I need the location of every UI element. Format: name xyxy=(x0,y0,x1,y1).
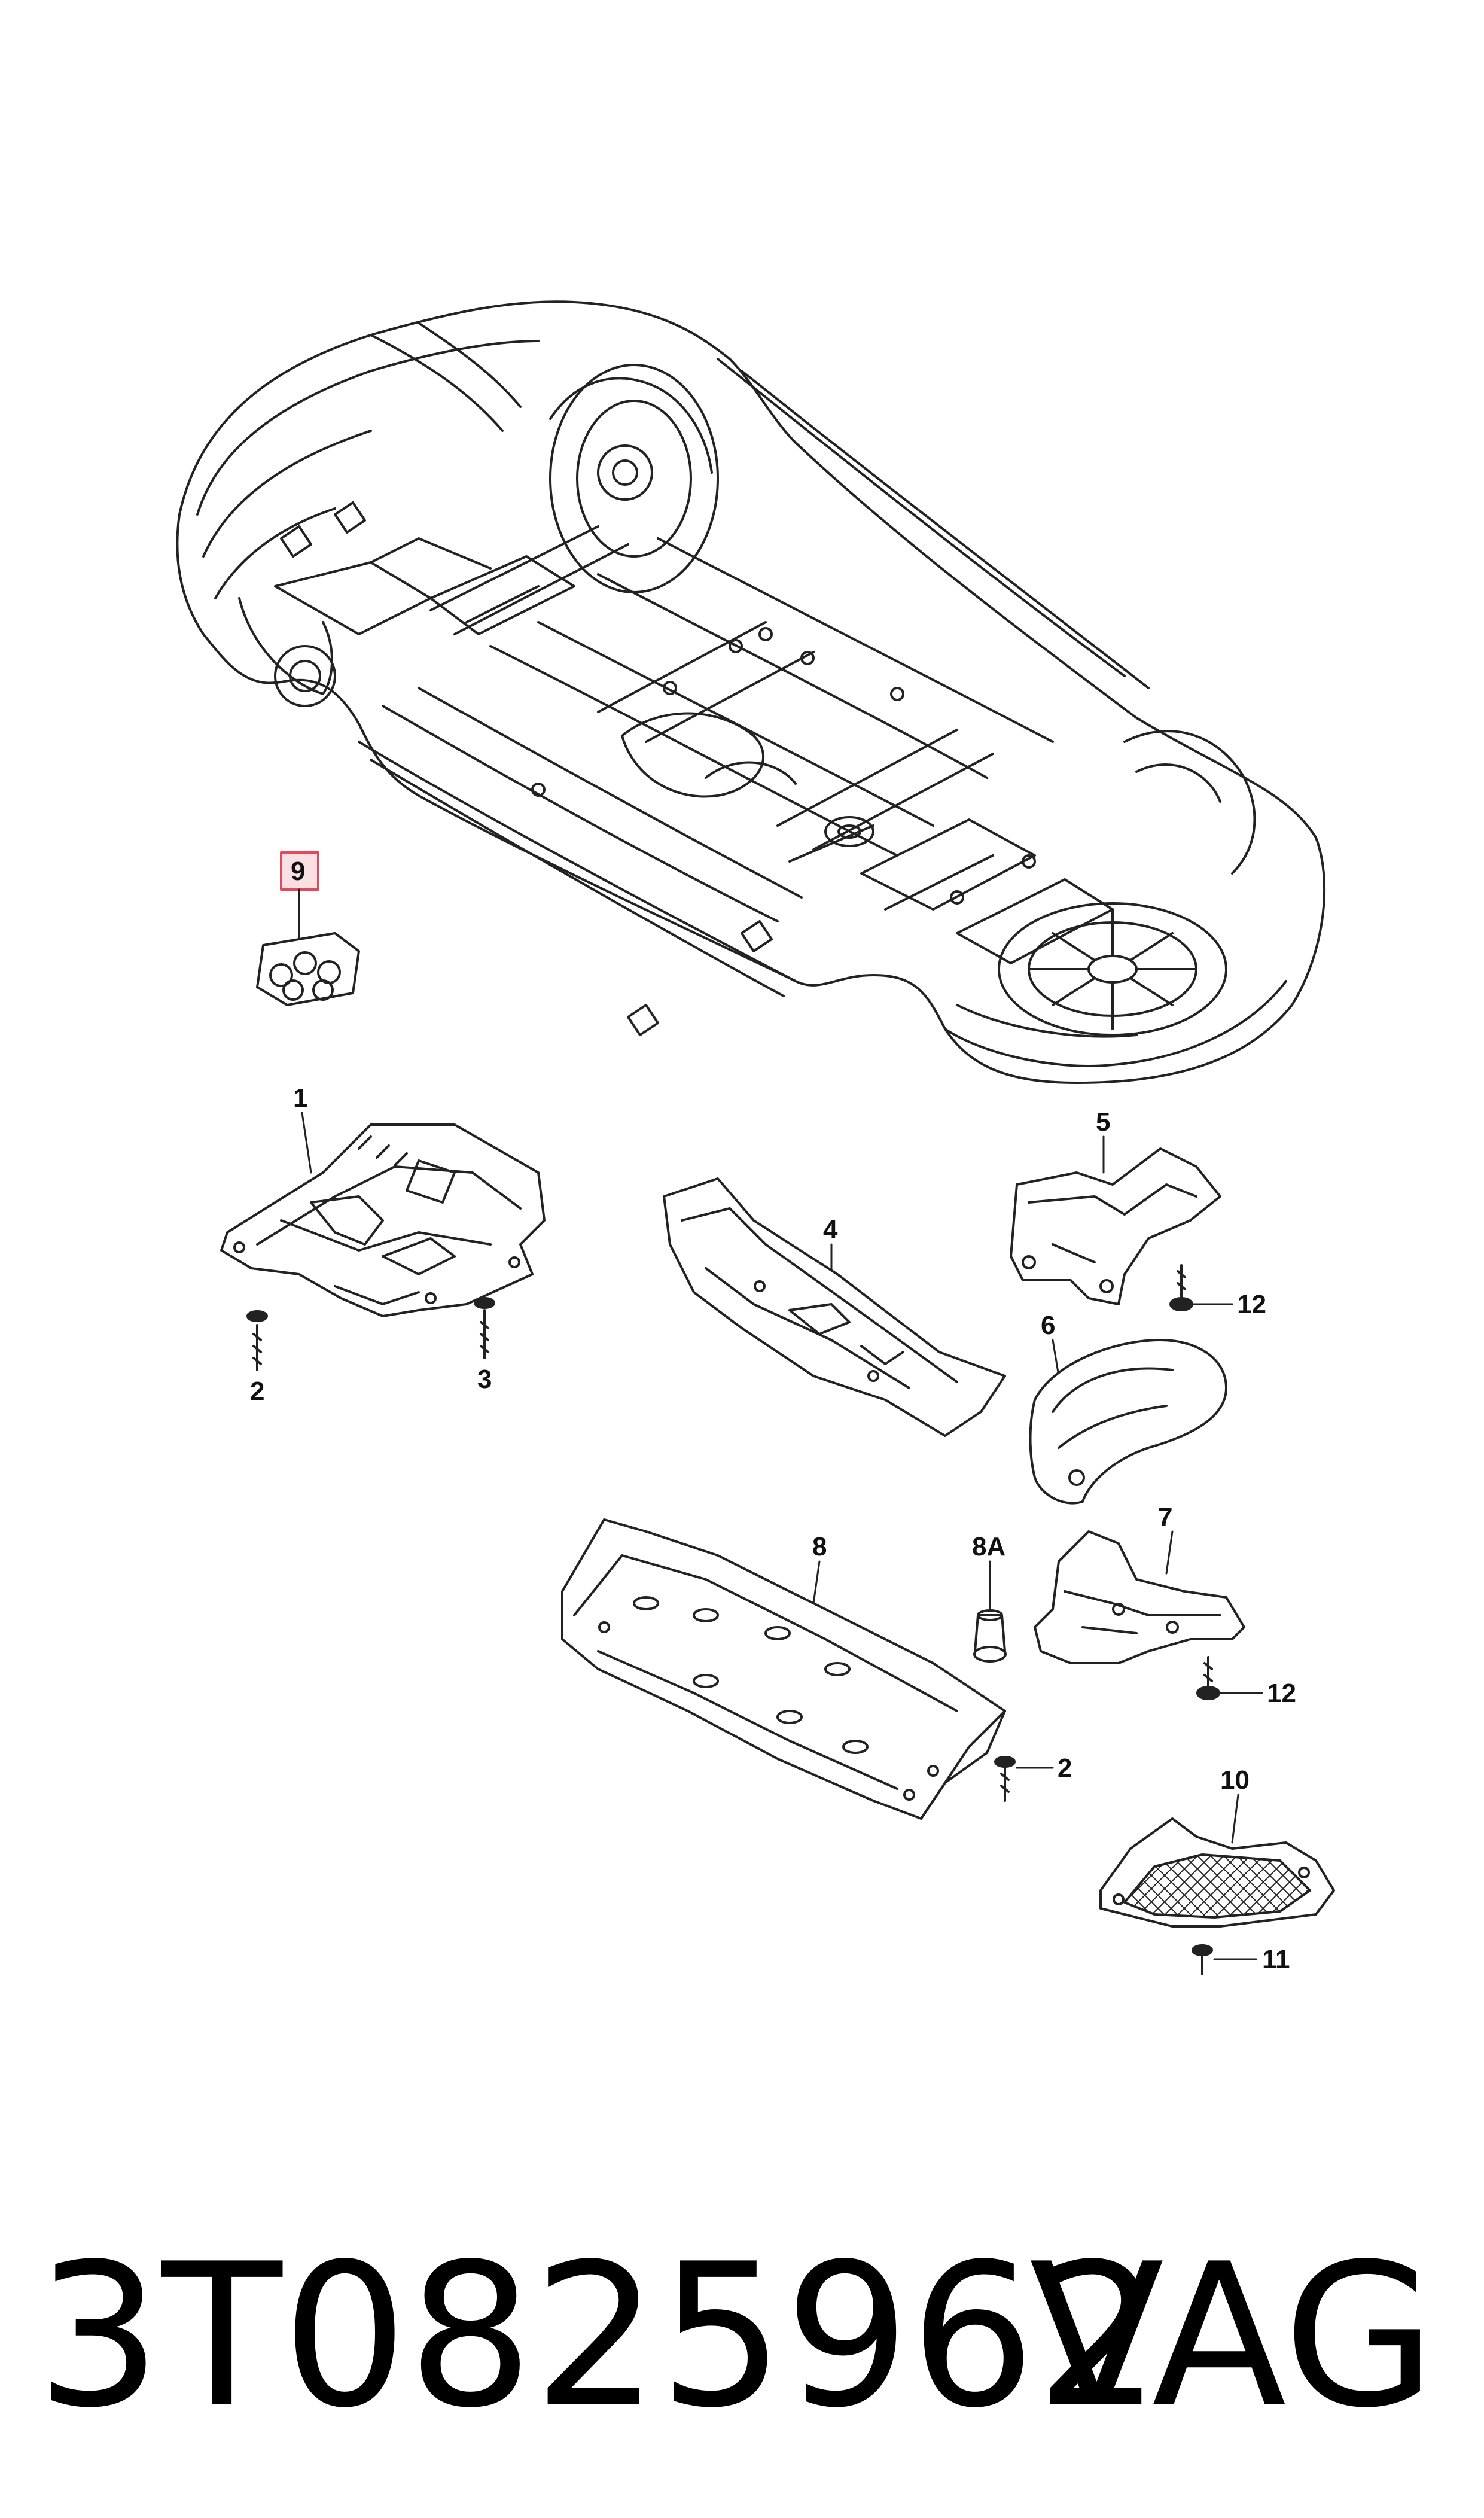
part-8-underbody-panel[interactable] xyxy=(561,1518,1006,1820)
part-1-engine-undertray[interactable] xyxy=(220,1112,546,1317)
brand-label: VAG xyxy=(1029,2221,1436,2451)
part-2-screw[interactable] xyxy=(246,1310,268,1371)
callout-10: 10 xyxy=(1220,1765,1250,1795)
callout-2: 2 xyxy=(250,1377,264,1406)
car-underbody-illustration xyxy=(176,300,1326,1084)
part-7-heat-shield[interactable] xyxy=(1034,1530,1245,1664)
part-number-label: 3T0825962 xyxy=(36,2221,1162,2451)
callout-12-upper: 12 xyxy=(1237,1290,1266,1319)
part-8a-clip[interactable] xyxy=(973,1560,1007,1663)
part-6-heat-shield[interactable] xyxy=(1029,1339,1227,1505)
part-4-heat-shield[interactable] xyxy=(663,1177,1006,1437)
callout-8: 8 xyxy=(812,1532,827,1561)
part-3-screw[interactable] xyxy=(474,1297,495,1359)
callout-11: 11 xyxy=(1262,1945,1290,1974)
part-11-screw[interactable] xyxy=(1192,1944,1257,1975)
part-5-heat-shield[interactable] xyxy=(1010,1135,1221,1305)
callout-8a: 8A xyxy=(972,1532,1005,1561)
part-9-plug-cover[interactable] xyxy=(256,851,360,1006)
callout-1: 1 xyxy=(293,1083,307,1113)
callout-3: 3 xyxy=(477,1365,492,1394)
part-10-heat-shield[interactable] xyxy=(1099,1794,1335,1928)
callout-9: 9 xyxy=(291,857,305,886)
part-12-screw-upper[interactable] xyxy=(1169,1264,1233,1311)
callout-7: 7 xyxy=(1158,1502,1172,1531)
callout-4: 4 xyxy=(823,1215,838,1244)
part-2-screw-lower[interactable] xyxy=(994,1756,1054,1802)
callout-6: 6 xyxy=(1041,1311,1055,1340)
callout-12-lower: 12 xyxy=(1267,1679,1296,1708)
callout-2-lower: 2 xyxy=(1058,1753,1072,1783)
callout-5: 5 xyxy=(1096,1107,1110,1137)
part-12-screw-lower[interactable] xyxy=(1196,1656,1263,1700)
